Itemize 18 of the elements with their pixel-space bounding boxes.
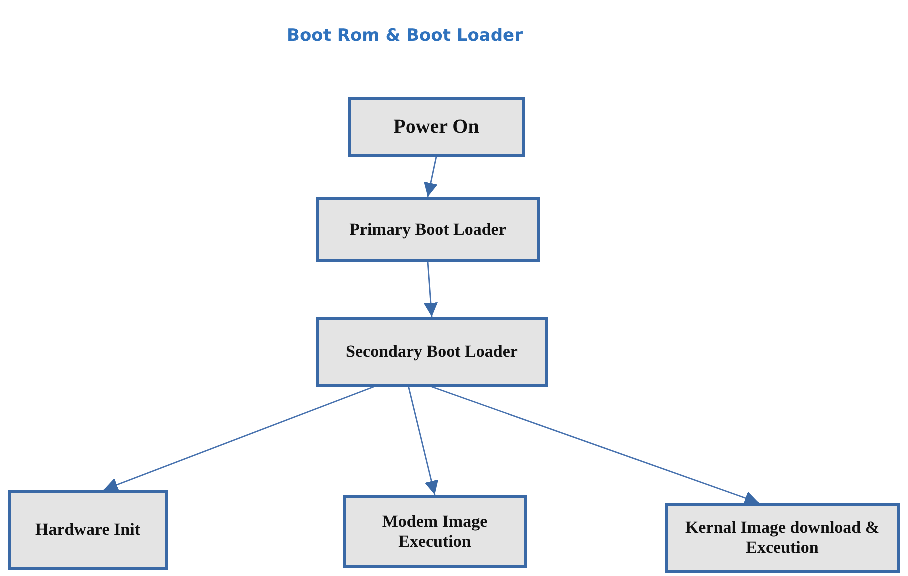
arrow	[104, 386, 374, 492]
diagram-title: Boot Rom & Boot Loader	[286, 26, 524, 46]
arrow	[424, 156, 438, 198]
node-label: Modem Image Execution	[381, 512, 489, 552]
node-label: Power On	[394, 116, 480, 138]
node-label: Hardware Init	[36, 520, 140, 540]
process-box	[665, 503, 900, 573]
process-box	[316, 197, 540, 262]
process-box	[348, 97, 525, 157]
process-box	[8, 490, 168, 570]
arrow	[432, 386, 760, 505]
node-label: Primary Boot Loader	[350, 220, 506, 240]
arrow	[424, 262, 438, 318]
arrow	[408, 386, 438, 496]
process-box	[343, 495, 527, 568]
node-label: Secondary Boot Loader	[346, 342, 518, 362]
node-label: Kernal Image download & Exceution	[684, 518, 881, 558]
process-box	[316, 317, 548, 387]
